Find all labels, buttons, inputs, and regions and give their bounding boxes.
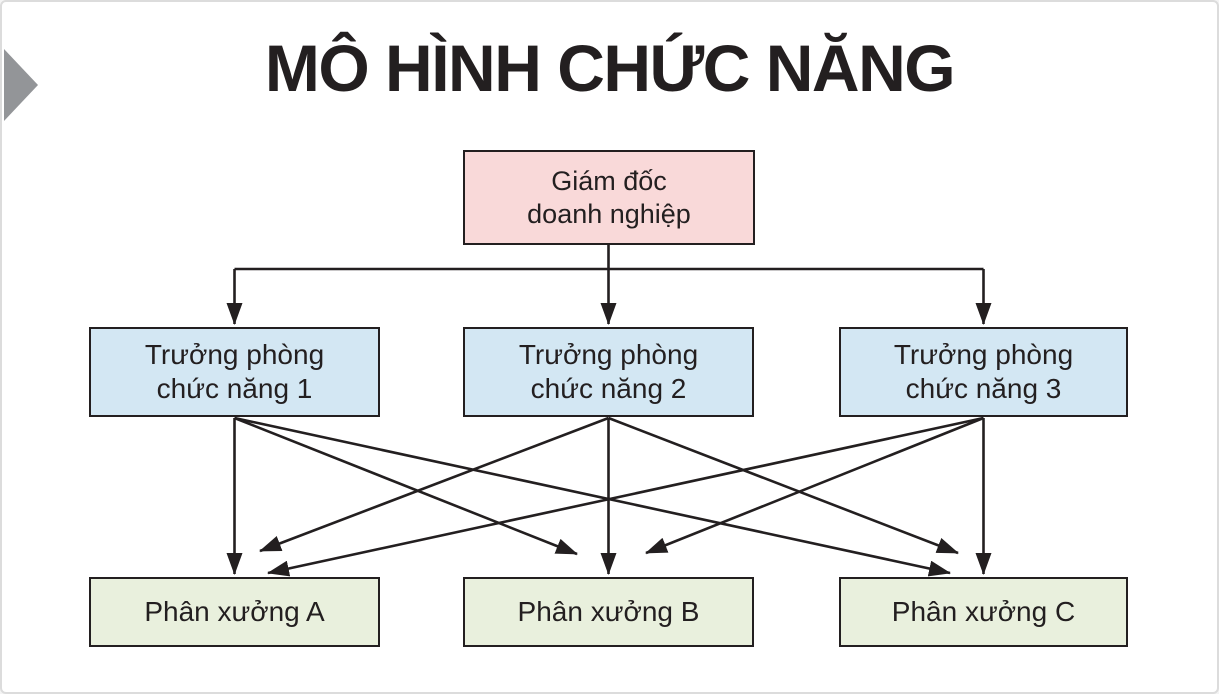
workshop-b-label: Phân xưởng B [517,595,700,627]
manager-box-2: Trưởng phòng chức năng 2 [463,327,754,417]
edge-manager3-workshop-b [645,416,984,555]
workshop-box-a: Phân xưởng A [89,577,380,647]
edge-manager2-workshop-a [259,416,609,553]
manager-box-1: Trưởng phòng chức năng 1 [89,327,380,417]
edge-manager1-workshop-c [234,416,951,577]
workshop-c-label: Phân xưởng C [891,595,1076,627]
edge-manager1-workshop-b [234,416,578,556]
edge-manager2-workshop-c [608,416,959,555]
manager-1-label: Trưởng phòng chức năng 1 [144,338,325,404]
manager-2-label: Trưởng phòng chức năng 2 [518,338,699,404]
workshop-box-b: Phân xưởng B [463,577,754,647]
workshop-box-c: Phân xưởng C [839,577,1128,647]
diagram-title: MÔ HÌNH CHỨC NĂNG [264,31,956,105]
workshop-a-label: Phân xưởng A [144,595,325,627]
director-label: Giám đốc doanh nghiệp [527,165,691,229]
edge-manager3-workshop-a [267,416,984,577]
manager-box-3: Trưởng phòng chức năng 3 [839,327,1128,417]
manager-3-label: Trưởng phòng chức năng 3 [893,338,1074,404]
director-box: Giám đốc doanh nghiệp [463,150,755,245]
